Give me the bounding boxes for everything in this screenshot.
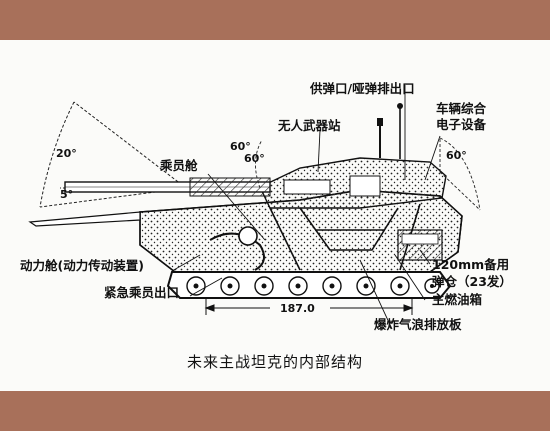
ammo-outlet-label: 供弹口/哑弹排出口 xyxy=(309,81,415,96)
leader-lines xyxy=(171,85,441,330)
angle-60-label-b: 60° xyxy=(244,152,265,165)
main-fuel-tank-label: 主燃油箱 xyxy=(432,292,483,307)
sight-arcs xyxy=(255,137,481,211)
main-gun xyxy=(64,177,271,197)
length-dimension xyxy=(204,298,414,315)
figure-caption: 未来主战坦克的内部结构 xyxy=(186,353,363,371)
ammo-rack-line-1: 120mm备用 xyxy=(432,257,509,272)
emergency-exit-label: 紧急乘员出口 xyxy=(104,285,179,300)
bottom-frame-band xyxy=(0,391,550,431)
angle-5-label: 5° xyxy=(60,188,73,201)
angle-20-label: 20° xyxy=(56,147,77,160)
vehicle-electronics-line-1: 车辆综合 xyxy=(436,101,487,116)
tank-hull xyxy=(28,189,463,273)
vehicle-electronics-line-2: 电子设备 xyxy=(436,117,487,132)
blast-panel-label: 爆炸气浪排放板 xyxy=(374,317,462,332)
vehicle-electronics-label: 车辆综合 电子设备 xyxy=(436,101,490,132)
angle-60-label-a: 60° xyxy=(230,140,251,153)
engine-compartment-label: 动力舱(动力传动装置) xyxy=(20,258,144,273)
weapon-station-label: 无人武器站 xyxy=(277,118,341,133)
ammo-rack xyxy=(397,229,443,261)
ammo-rack-line-2: 弹仓（23发） xyxy=(432,274,512,289)
track-assembly xyxy=(166,271,452,299)
tank-diagram: 20° 5° 60° 60° 60° 187.0 供弹口/哑弹排出口 车辆综合 … xyxy=(20,81,514,332)
length-label: 187.0 xyxy=(280,302,315,315)
top-frame-band xyxy=(0,0,550,40)
ammo-rack-label: 120mm备用 弹仓（23发） xyxy=(432,257,514,289)
crew-compartment-label: 乘员舱 xyxy=(159,158,198,173)
angle-60-label-c: 60° xyxy=(446,149,467,162)
